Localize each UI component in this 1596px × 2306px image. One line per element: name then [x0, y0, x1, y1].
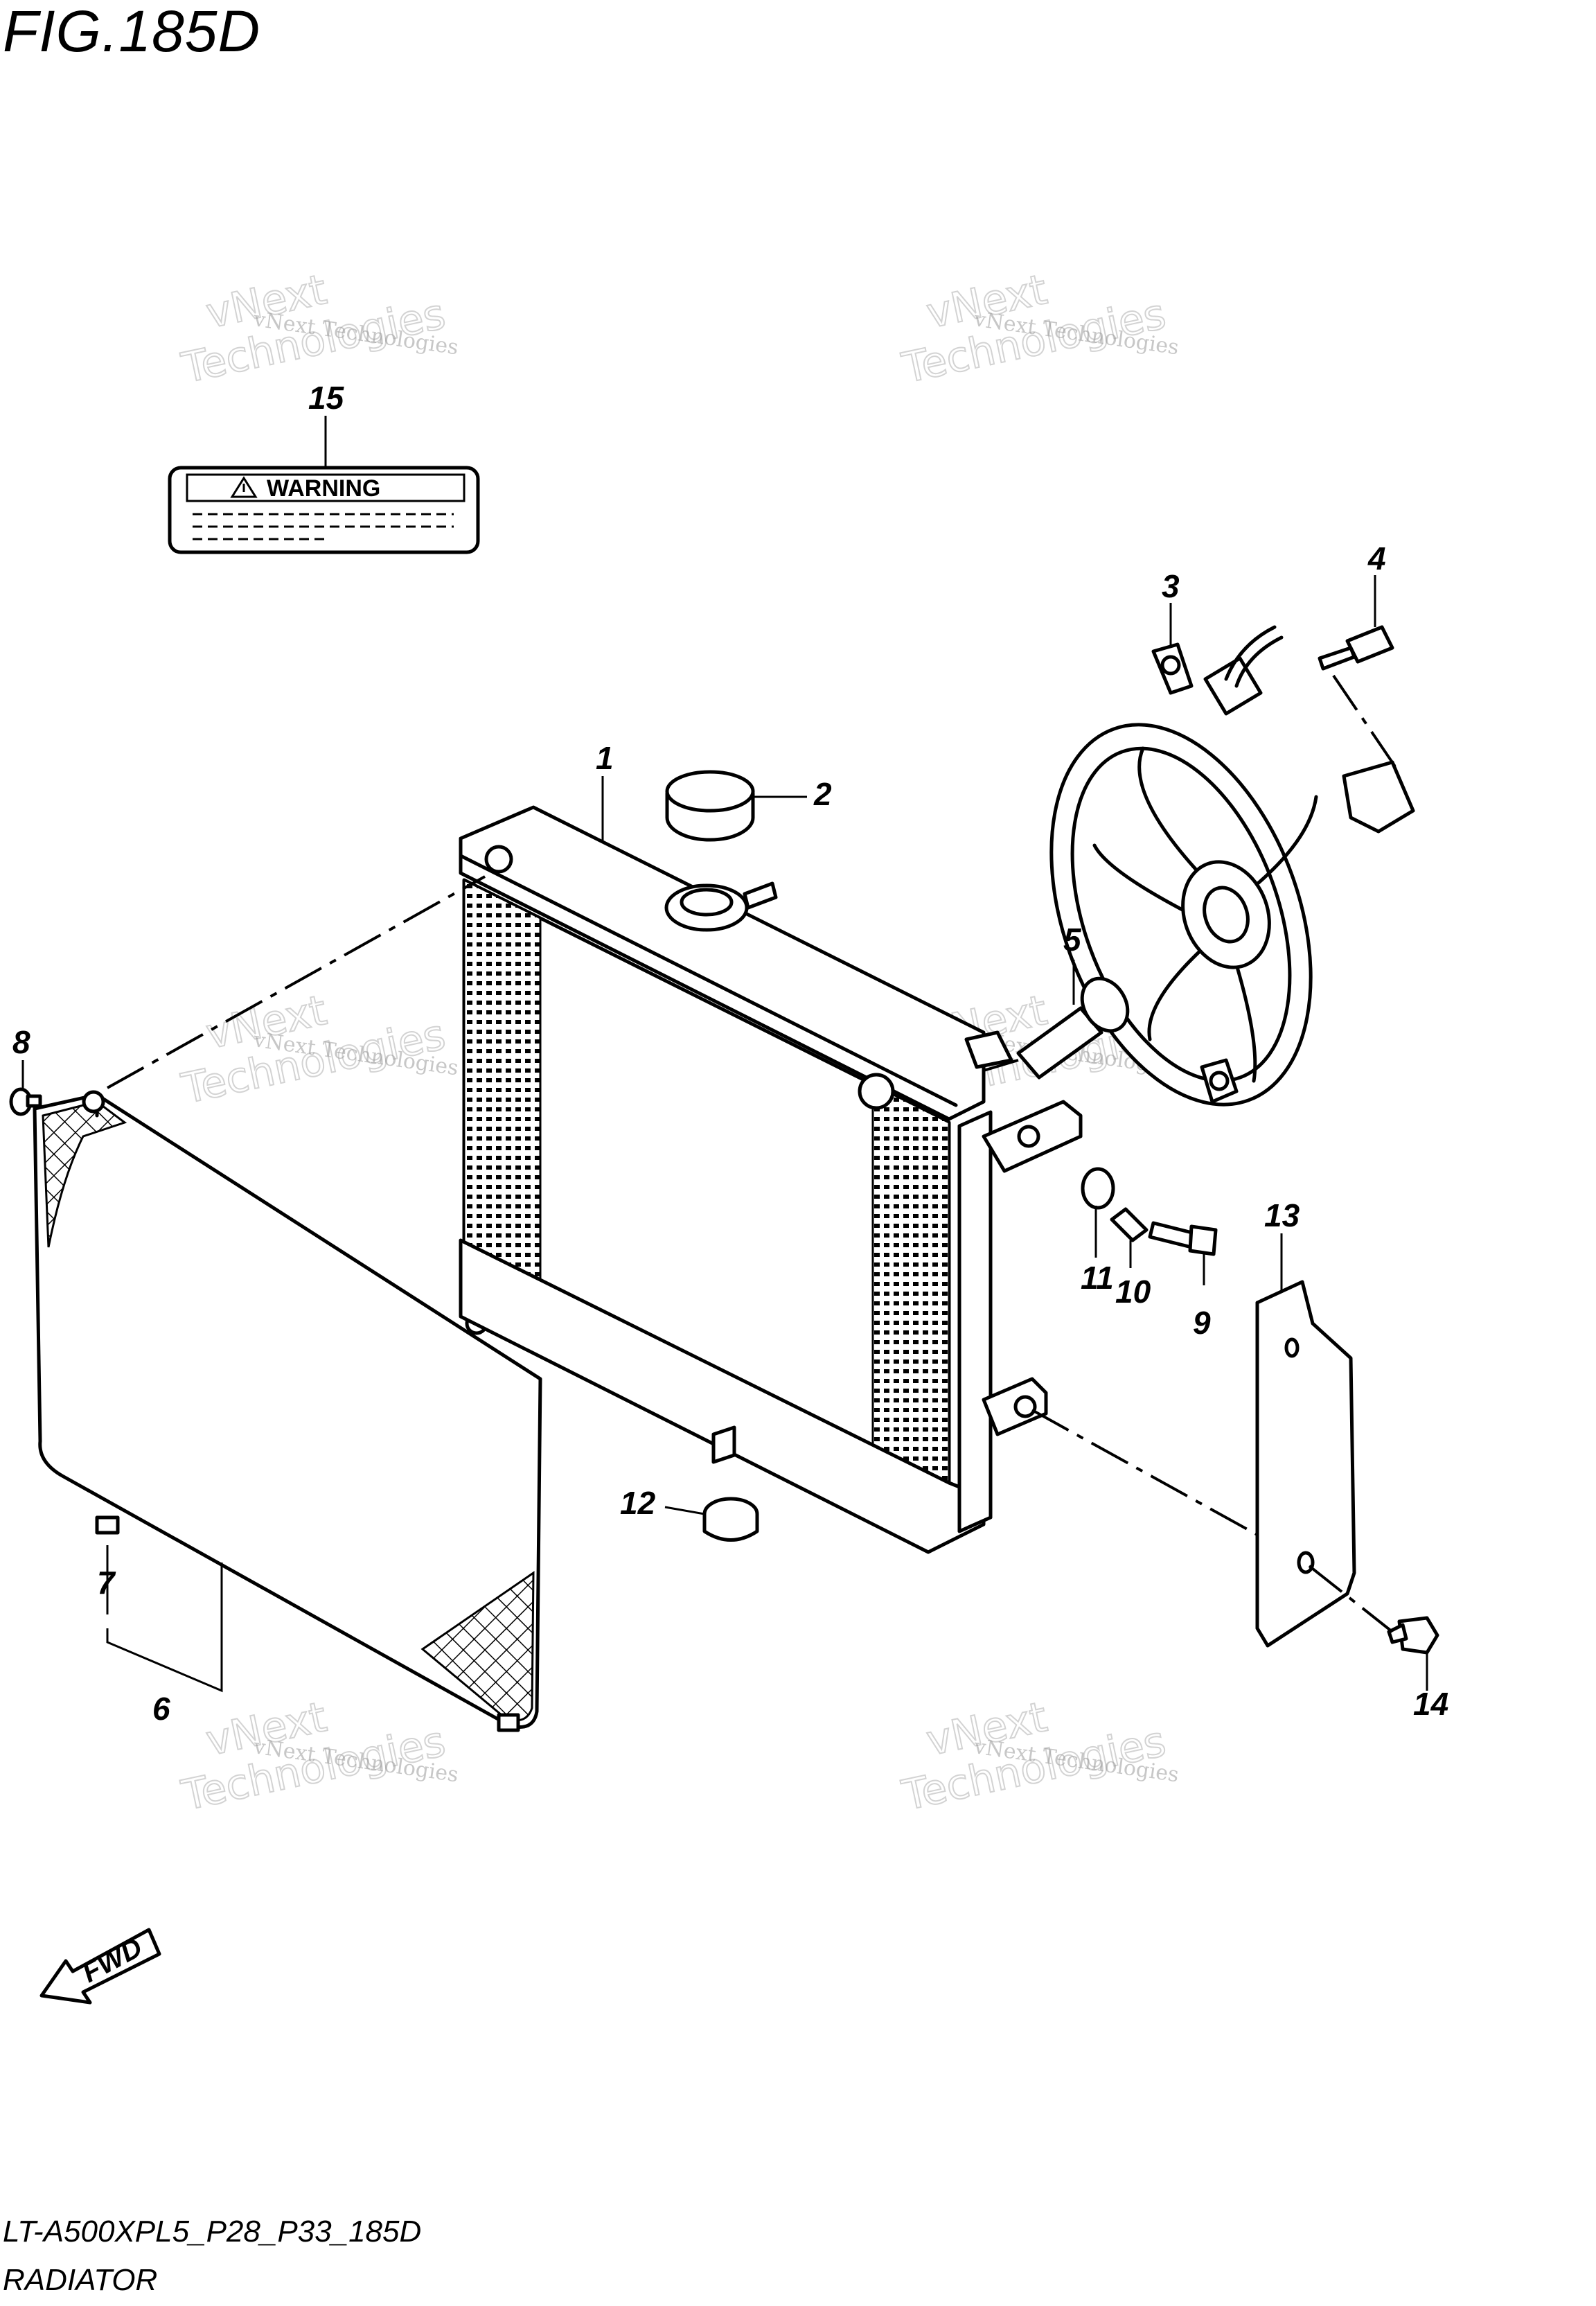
callout-14: 14 — [1413, 1686, 1448, 1722]
fan-wire — [1234, 635, 1284, 688]
figure-title: FIG.185D — [3, 0, 260, 64]
callout-5: 5 — [1063, 922, 1082, 958]
cover-clip — [497, 1713, 520, 1732]
leader-line — [664, 1506, 705, 1515]
thermo-switch-head — [1080, 976, 1130, 1033]
callout-2: 2 — [813, 776, 832, 812]
warning-label-outline — [168, 466, 480, 554]
overflow-pipe — [743, 881, 778, 910]
callout-10: 10 — [1115, 1274, 1151, 1310]
assembly-line-clip — [1308, 1565, 1394, 1633]
radiator-cap-part — [665, 770, 807, 842]
radiator-part — [459, 805, 1083, 1554]
callout-7: 7 — [97, 1565, 116, 1601]
drain-cap-body — [702, 1514, 759, 1542]
cover-mount-hole — [82, 1090, 105, 1114]
radiator-fins-left — [463, 878, 542, 1291]
screw-8-part — [9, 1060, 42, 1116]
assembly-line-bolt-4 — [1332, 674, 1401, 774]
callout-1: 1 — [596, 740, 614, 776]
radiator-cap-dome — [665, 770, 755, 813]
clip-14-part — [1387, 1616, 1439, 1691]
leader-line-6 — [106, 1563, 223, 1693]
cover-mesh-top — [42, 1100, 127, 1248]
bracket-hole — [1013, 1395, 1037, 1418]
warning-label-part: WARNING — [168, 416, 480, 554]
thermo-switch-part — [1016, 960, 1130, 1080]
warning-triangle-icon — [230, 476, 258, 498]
plate-hole — [1297, 1551, 1315, 1574]
fan-mount-hole — [1160, 655, 1181, 676]
assembly-line-plate — [1031, 1409, 1258, 1536]
side-plate — [1255, 1280, 1356, 1648]
radiator-side-bar — [957, 1110, 993, 1533]
callout-11: 11 — [1081, 1260, 1114, 1296]
radiator-top-tank — [459, 805, 986, 1121]
callout-6: 6 — [152, 1691, 170, 1727]
mount-hardware-part — [1081, 1167, 1218, 1285]
drain-cap-part — [664, 1497, 759, 1542]
callouts: 1 2 3 4 5 6 7 8 9 10 11 12 13 14 15 — [12, 380, 1448, 1727]
radiator-boss — [858, 1073, 895, 1110]
warning-label-text: WARNING — [267, 475, 380, 502]
cover-clip — [95, 1515, 120, 1535]
bolt-4-part — [1318, 575, 1394, 671]
bolt-shank — [1318, 646, 1356, 671]
bolt-9-head — [1188, 1224, 1218, 1256]
fan-hub-center — [1203, 886, 1250, 944]
filler-neck-inner — [680, 888, 734, 917]
figure-name: RADIATOR — [3, 2263, 157, 2297]
callout-13: 13 — [1264, 1197, 1300, 1233]
warning-label-header — [186, 473, 466, 502]
bracket-hole — [1017, 1125, 1040, 1148]
assembly-lines — [107, 674, 1401, 1633]
fan-mount-hole — [1209, 1071, 1230, 1091]
plate-hole — [1284, 1337, 1300, 1358]
fwd-arrow-icon: FWD — [39, 1928, 161, 2005]
upper-hose-pipe — [964, 1030, 1013, 1069]
callout-8: 8 — [12, 1024, 30, 1060]
figure-code: LT-A500XPL5_P28_P33_185D — [3, 2215, 421, 2248]
drain-fitting — [711, 1425, 736, 1464]
assembly-line-cover-radiator — [107, 875, 486, 1089]
callout-9: 9 — [1193, 1305, 1211, 1341]
callout-4: 4 — [1367, 540, 1386, 576]
cooling-fan-part — [1049, 625, 1415, 1107]
thermo-switch-body — [1016, 1006, 1103, 1080]
radiator-mount-hole — [484, 845, 513, 874]
leader-lines — [106, 603, 1172, 1693]
fan-connector — [1203, 656, 1263, 716]
bolt-9-shank — [1148, 1221, 1197, 1249]
fan-motor-housing — [1342, 760, 1415, 834]
fwd-label: FWD — [78, 1932, 148, 1989]
radiator-bottom-tank — [459, 1238, 986, 1554]
callout-3: 3 — [1162, 568, 1180, 604]
clip-shank — [1387, 1623, 1408, 1644]
clip-head — [1397, 1616, 1439, 1655]
grommet-11 — [1081, 1167, 1115, 1210]
side-plate-part — [1255, 1233, 1356, 1648]
screw-shank — [26, 1094, 42, 1108]
radiator-top-tank-edge — [459, 854, 958, 1107]
fan-shroud-inner — [1070, 746, 1292, 1083]
assembly-line-switch — [983, 1059, 1019, 1072]
callout-12: 12 — [620, 1485, 656, 1521]
fan-wire — [1224, 625, 1277, 681]
callout-15: 15 — [308, 380, 345, 416]
collar-10 — [1110, 1207, 1149, 1242]
